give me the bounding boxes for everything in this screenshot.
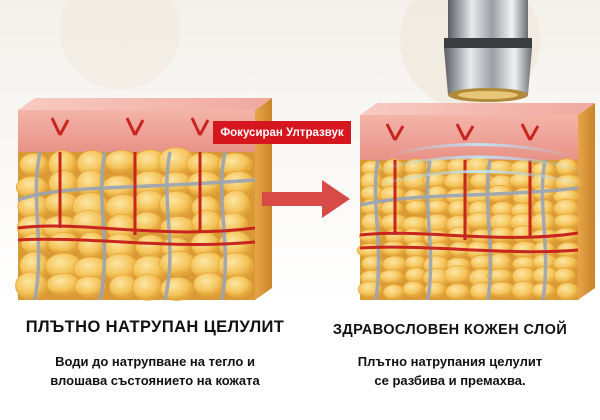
right-skin-cube xyxy=(356,103,595,301)
fat-cell xyxy=(443,265,471,285)
right-title: ЗДРАВОСЛОВЕН КОЖЕН СЛОЙ xyxy=(332,322,568,338)
ultrasound-probe-icon xyxy=(444,0,532,102)
fat-cell xyxy=(223,275,253,299)
fat-cell xyxy=(77,231,106,259)
focused-ultrasound-label: Фокусиран Ултразвук xyxy=(213,121,351,144)
left-description: Води до натрупване на тегло и влошава съ… xyxy=(20,352,290,390)
fat-cell xyxy=(15,271,48,300)
left-skin-cube xyxy=(15,98,272,301)
fat-cell xyxy=(488,281,515,298)
fat-cell xyxy=(47,232,80,255)
fat-cell xyxy=(193,272,225,297)
fat-cell xyxy=(135,234,166,259)
fat-cell xyxy=(489,226,514,244)
fat-cell xyxy=(382,284,405,301)
fat-cell xyxy=(132,273,163,301)
left-title: ПЛЪТНО НАТРУПАН ЦЕЛУЛИТ xyxy=(25,318,285,336)
fat-cell xyxy=(71,210,107,237)
right-description-line-1: Плътно натрупания целулит xyxy=(357,354,543,369)
fat-cell xyxy=(104,150,138,173)
fat-cell xyxy=(380,200,404,217)
right-description-line-2: се разбива и премахва. xyxy=(374,373,526,388)
fat-cell xyxy=(361,212,384,232)
fat-cell xyxy=(159,190,194,218)
fat-cell xyxy=(217,252,254,279)
left-description-line-2: влошава състоянието на кожата xyxy=(50,373,260,388)
fat-cell xyxy=(160,216,197,239)
cellulite-illustration xyxy=(0,0,600,305)
fat-cell xyxy=(405,200,428,215)
fat-cell xyxy=(132,211,162,234)
fat-cell xyxy=(402,280,425,297)
fat-cell xyxy=(20,232,51,254)
fat-cell xyxy=(553,267,576,284)
fat-cell xyxy=(379,269,404,284)
arrow-right-icon xyxy=(262,180,350,218)
fat-cell xyxy=(554,213,581,229)
fat-cell xyxy=(19,152,49,176)
fat-cell xyxy=(445,283,470,301)
fat-cell xyxy=(556,282,579,301)
right-description: Плътно натрупания целулит се разбива и п… xyxy=(320,352,580,390)
fat-cell xyxy=(74,275,106,298)
left-description-line-1: Води до натрупване на тегло и xyxy=(55,354,255,369)
